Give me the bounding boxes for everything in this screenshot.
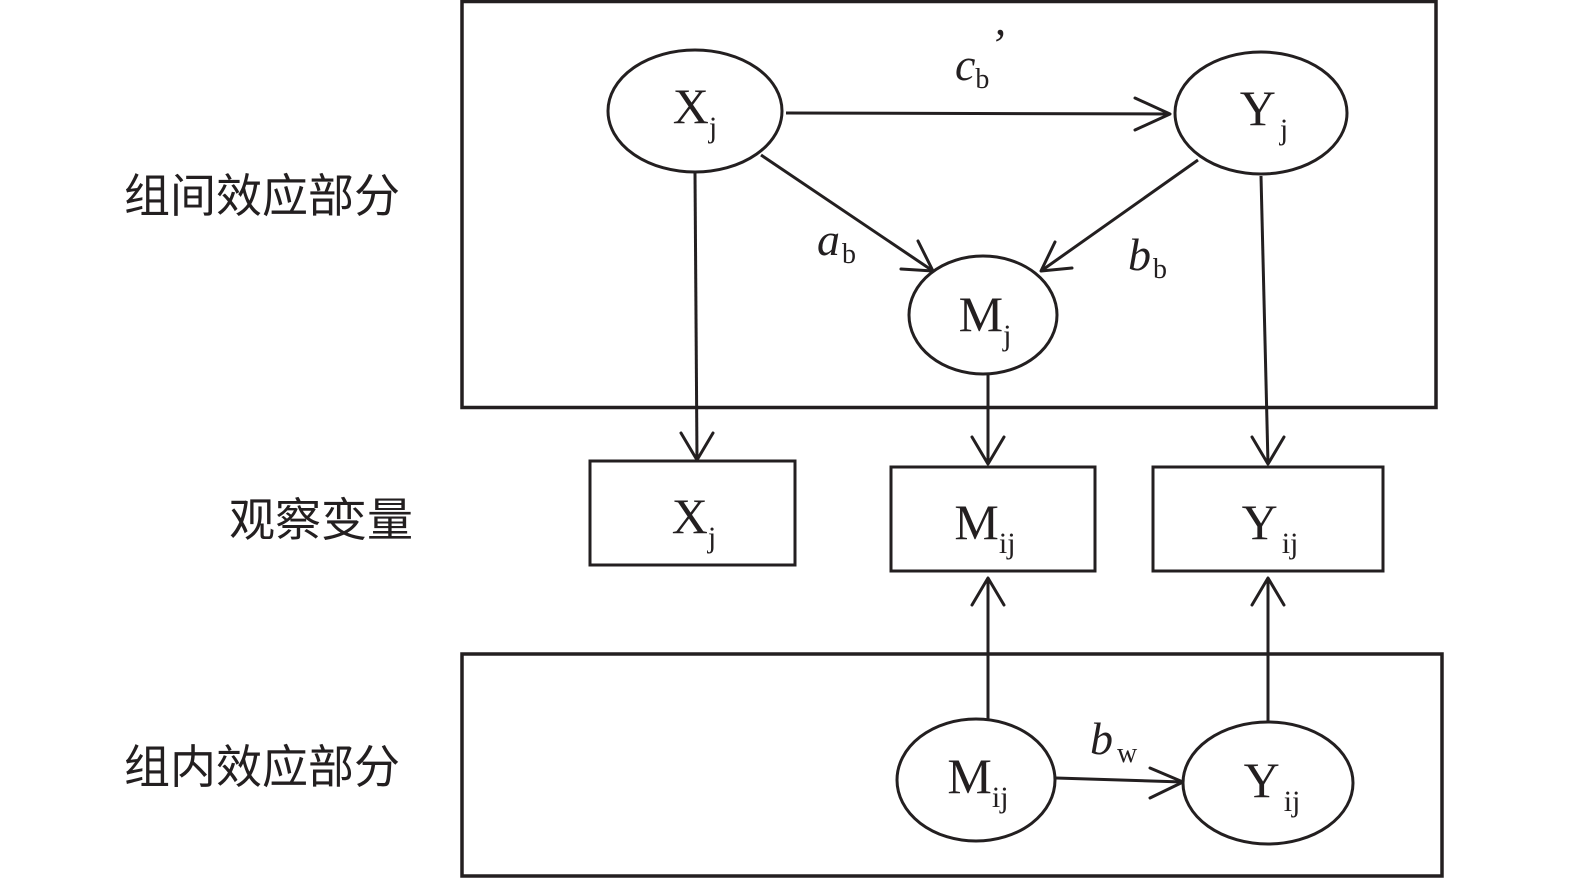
edge-label-cb-subscript: b bbox=[975, 64, 989, 95]
node-observed-xj-label: X bbox=[672, 488, 708, 544]
node-between-xj-label: X bbox=[673, 78, 709, 134]
edge-label-bb-subscript: b bbox=[1153, 254, 1167, 285]
svg-text:Yij: Yij bbox=[1242, 494, 1299, 560]
node-between-xj: Xj bbox=[606, 48, 784, 174]
node-observed-yij-label: Y bbox=[1242, 494, 1278, 550]
edge-within-yij-to-observed-yij bbox=[1250, 576, 1286, 725]
node-between-mj-subscript: j bbox=[1002, 319, 1011, 352]
edge-label-bw-main: b bbox=[1090, 713, 1113, 764]
node-between-xj-subscript: j bbox=[708, 111, 717, 144]
edge-yj-to-mj bbox=[1039, 158, 1199, 273]
edge-label-bb-main: b bbox=[1128, 229, 1151, 280]
node-observed-xj: Xj bbox=[588, 459, 797, 567]
edge-label-ab: ab bbox=[817, 214, 856, 270]
svg-text:Mij: Mij bbox=[954, 494, 1015, 560]
node-within-yij-label: Y bbox=[1244, 752, 1280, 808]
svg-text:Mj: Mj bbox=[959, 286, 1012, 352]
row-label-between-effects: 组间效应部分 bbox=[124, 169, 400, 223]
node-within-yij-subscript: ij bbox=[1284, 785, 1301, 818]
edge-within-mij-to-yij bbox=[1055, 766, 1185, 800]
edge-label-bw-subscript: w bbox=[1117, 738, 1138, 769]
edge-label-cb-main: c bbox=[955, 39, 975, 90]
edge-label-ab-main: a bbox=[817, 214, 840, 265]
edge-label-cb-prime-mark: ’ bbox=[989, 19, 1004, 70]
node-observed-mij-label: M bbox=[954, 494, 998, 550]
within-effects-frame bbox=[460, 652, 1444, 878]
edge-mj-to-observed-mij bbox=[970, 373, 1006, 466]
node-between-yj-subscript: j bbox=[1279, 113, 1288, 146]
node-between-mj-label: M bbox=[959, 286, 1003, 342]
edge-label-bb: bb bbox=[1128, 229, 1167, 285]
edge-label-ab-subscript: b bbox=[842, 239, 856, 270]
edge-label-cb-prime: cb’ bbox=[955, 19, 1005, 95]
node-within-mij-label: M bbox=[947, 748, 991, 804]
svg-text:Yij: Yij bbox=[1244, 752, 1301, 818]
edge-xj-to-yj bbox=[785, 96, 1172, 132]
svg-text:Mij: Mij bbox=[947, 748, 1008, 814]
edge-yj-to-observed-yij bbox=[1250, 175, 1286, 466]
row-label-within-effects: 组内效应部分 bbox=[124, 740, 400, 794]
row-label-observed-variables: 观察变量 bbox=[229, 493, 413, 547]
edge-xj-to-observed-xj bbox=[679, 172, 715, 462]
node-observed-xj-subscript: j bbox=[707, 521, 716, 554]
svg-text:Xj: Xj bbox=[672, 488, 716, 554]
svg-text:Xj: Xj bbox=[673, 78, 717, 144]
node-observed-mij-subscript: ij bbox=[999, 527, 1016, 560]
between-effects-frame bbox=[460, 0, 1438, 410]
node-observed-mij: Mij bbox=[889, 465, 1097, 573]
node-within-mij: Mij bbox=[895, 717, 1057, 843]
svg-text:Yj: Yj bbox=[1240, 80, 1288, 146]
node-between-yj-label: Y bbox=[1240, 80, 1276, 136]
edge-within-mij-to-observed-mij bbox=[970, 576, 1006, 719]
node-within-mij-subscript: ij bbox=[992, 781, 1009, 814]
node-between-mj: Mj bbox=[907, 254, 1059, 376]
node-observed-yij-subscript: ij bbox=[1282, 527, 1299, 560]
